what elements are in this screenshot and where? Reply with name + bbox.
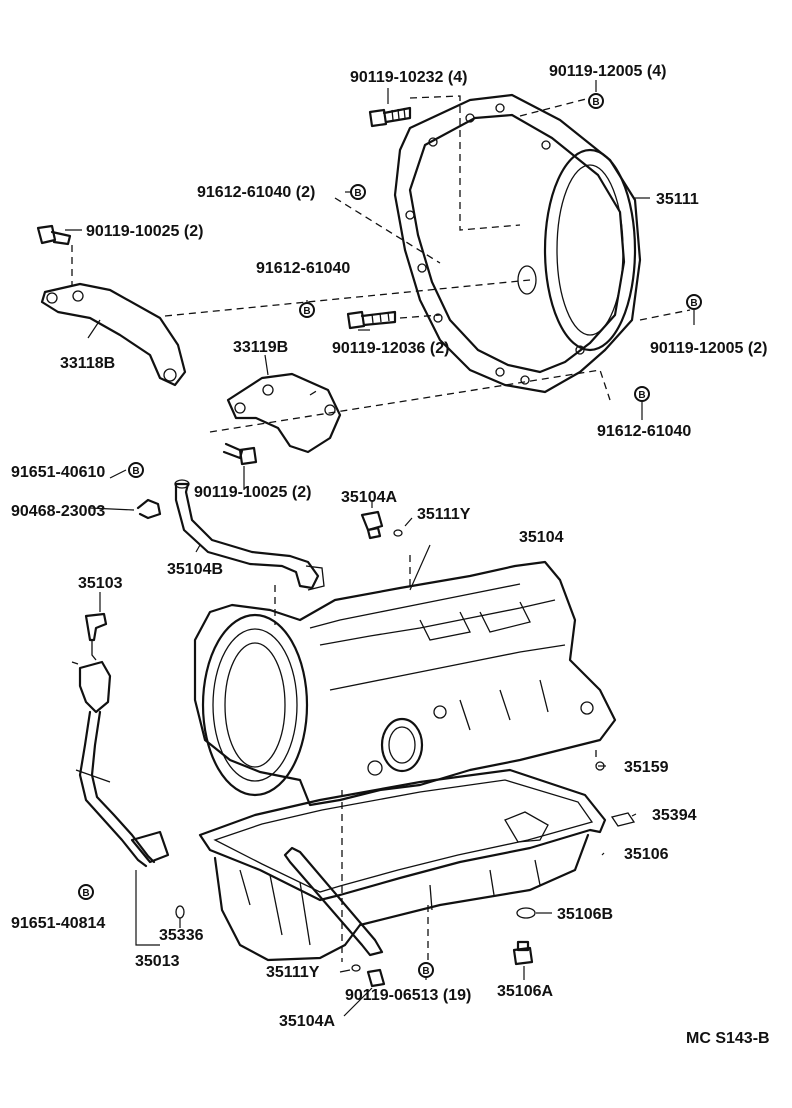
drain-plug-35106a — [512, 940, 534, 966]
dipstick-assembly — [71, 612, 170, 868]
bolt-90119-10232 — [368, 106, 412, 128]
bracket-33118b — [40, 282, 187, 387]
bracket-33119b — [226, 372, 342, 454]
bolt-marker-b-8: B — [418, 962, 434, 978]
label-90119-12005-top: 90119-12005 (4) — [549, 63, 666, 80]
gasket-35111y-bot — [351, 964, 361, 972]
svg-text:B: B — [82, 888, 89, 899]
bolt-marker-b-6: B — [128, 462, 144, 478]
label-90119-10232: 90119-10232 (4) — [350, 69, 467, 86]
label-35013: 35013 — [135, 953, 180, 970]
label-33118b: 33118B — [60, 355, 115, 372]
bolt-marker-b-1: B — [588, 93, 604, 109]
svg-text:B: B — [422, 966, 429, 977]
bolt-marker-b-2: B — [350, 184, 366, 200]
bell-housing — [393, 93, 642, 394]
label-90119-12036: 90119-12036 (2) — [332, 340, 449, 357]
label-91612-61040-right: 91612-61040 — [597, 423, 691, 440]
label-35111: 35111 — [656, 191, 699, 208]
label-35106: 35106 — [624, 846, 669, 863]
clamp-90468-23003 — [136, 498, 162, 520]
label-35111y-top: 35111Y — [417, 506, 471, 523]
gasket-35111y-top — [393, 529, 403, 537]
o-ring-35336 — [175, 905, 185, 919]
assembly-lines — [71, 95, 691, 962]
label-91651-40814: 91651-40814 — [11, 915, 105, 932]
label-35106b: 35106B — [557, 906, 613, 923]
svg-text:B: B — [690, 298, 697, 309]
svg-text:B: B — [303, 306, 310, 317]
plug-35104a-bot — [366, 968, 386, 988]
label-91612-61040-2: 91612-61040 (2) — [197, 184, 315, 201]
washer-35106b — [516, 907, 536, 919]
svg-text:B: B — [354, 188, 361, 199]
plug-35104a-top — [360, 510, 384, 540]
label-35106a: 35106A — [497, 983, 553, 1000]
label-35336: 35336 — [159, 927, 204, 944]
label-90119-06513: 90119-06513 (19) — [345, 987, 471, 1004]
label-90119-12005-right: 90119-12005 (2) — [650, 340, 767, 357]
svg-text:B: B — [638, 390, 645, 401]
transmission-case — [193, 560, 617, 807]
label-90468-23003: 90468-23003 — [11, 503, 105, 520]
label-35111y-bot: 35111Y — [266, 964, 320, 981]
label-35159: 35159 — [624, 759, 669, 776]
bolt-marker-b-7: B — [78, 884, 94, 900]
bolt-marker-b-3: B — [299, 302, 315, 318]
bolt-90119-12036 — [346, 310, 397, 330]
label-91651-40610: 91651-40610 — [11, 464, 105, 481]
label-35104a-bot: 35104A — [279, 1013, 335, 1030]
bolt-90119-10025-top — [36, 224, 72, 246]
label-35104b: 35104B — [167, 561, 223, 578]
label-35104a-top: 35104A — [341, 489, 397, 506]
figure-code: MC S143-B — [686, 1030, 770, 1047]
label-90119-10025-top: 90119-10025 (2) — [86, 223, 203, 240]
bolt-marker-b-5: B — [634, 386, 650, 402]
oil-pipe — [283, 846, 384, 957]
label-33119b: 33119B — [233, 339, 288, 356]
bolt-90119-10025-bot — [222, 442, 258, 466]
label-35394: 35394 — [652, 807, 697, 824]
bolt-marker-b-4: B — [686, 294, 702, 310]
label-35103: 35103 — [78, 575, 123, 592]
svg-text:B: B — [592, 97, 599, 108]
seal-35394 — [610, 812, 636, 827]
label-90119-10025-bot: 90119-10025 (2) — [194, 484, 311, 501]
svg-text:B: B — [132, 466, 139, 477]
oil-pan — [198, 768, 607, 962]
label-35104: 35104 — [519, 529, 564, 546]
label-91612-61040-mid: 91612-61040 — [256, 260, 350, 277]
filler-tube-35104b — [174, 479, 325, 591]
